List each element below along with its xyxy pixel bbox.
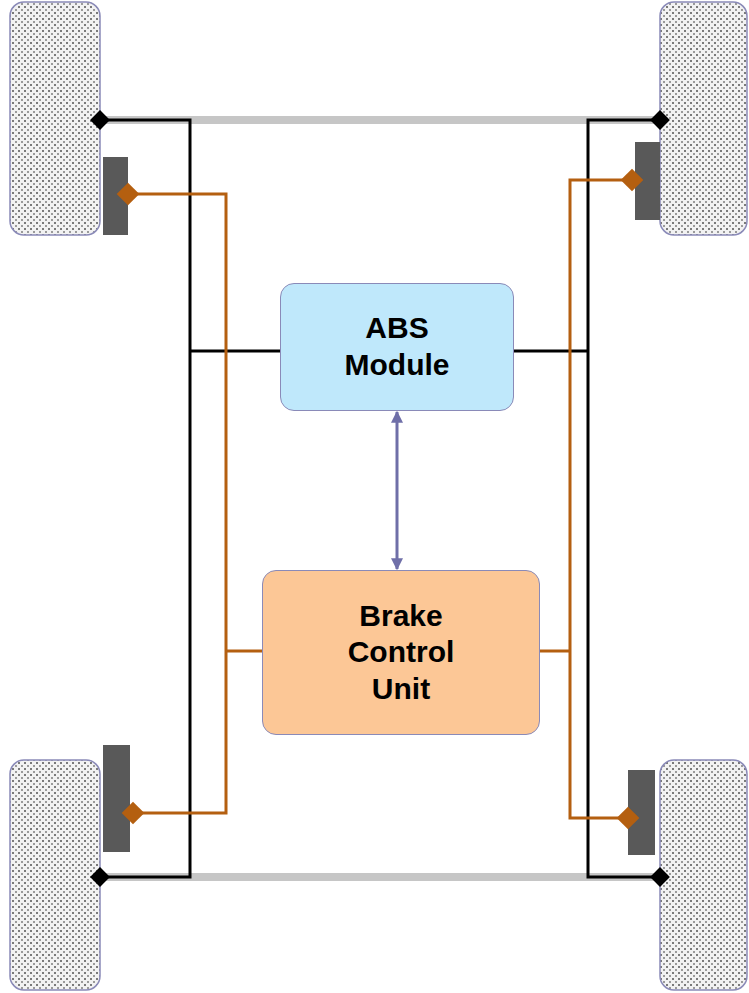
link-arrow [396,412,399,569]
sensor-wire [570,180,632,818]
sensor-wire [226,650,262,653]
brake-line [100,120,190,877]
module-box: ABS Module [280,283,514,411]
brake-line [190,350,280,353]
sensor-joint [117,183,140,206]
control-unit-box: Brake Control Unit [262,570,540,735]
hub-joint [90,110,110,130]
sensor-wire [540,650,570,653]
wheel [660,760,747,990]
box-label: ABS Module [322,310,472,383]
wheel-sensor [103,745,130,852]
wheel [10,2,100,235]
wheel [10,760,100,990]
sensor-joint [122,802,145,825]
hub-joint [90,867,110,887]
brake-line [588,120,660,877]
sensor-joint [621,169,644,192]
box-label: Brake Control Unit [316,598,486,708]
sensor-joint [617,807,640,830]
hub-joint [650,867,670,887]
wheel [660,2,747,235]
sensor-wire [128,194,226,813]
brake-line [514,350,588,353]
hub-joint [650,110,670,130]
